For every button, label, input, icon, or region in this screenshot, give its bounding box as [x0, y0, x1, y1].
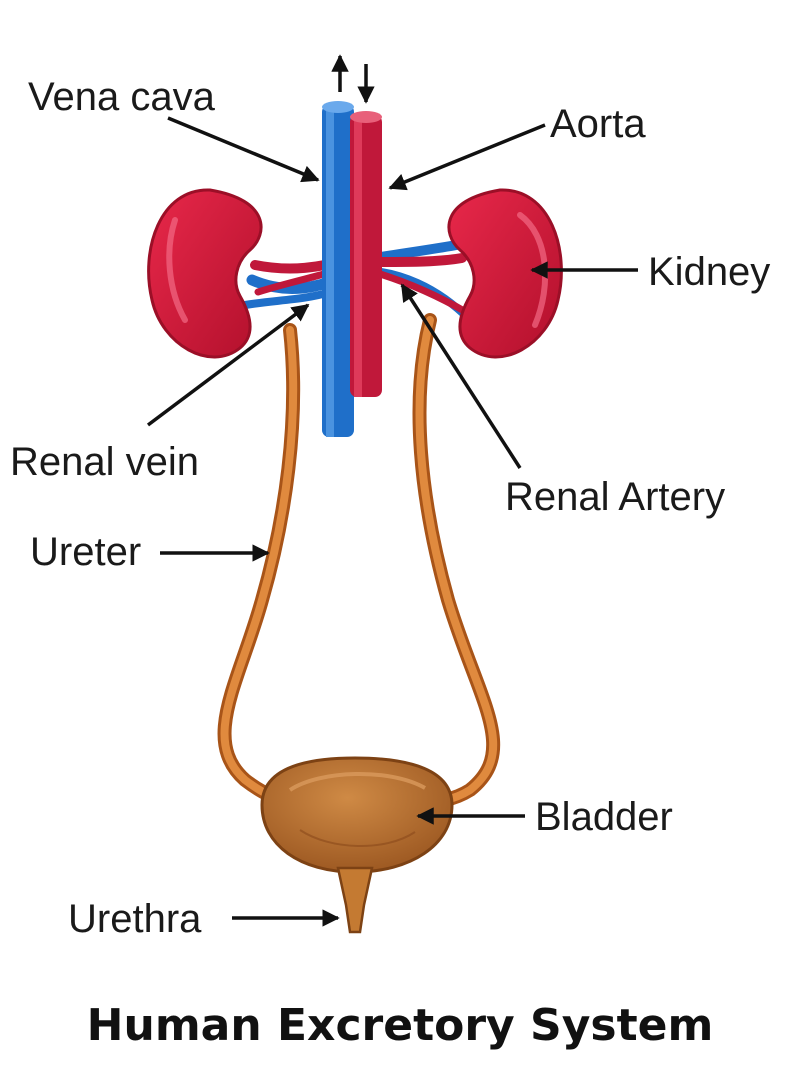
- aorta: [350, 111, 382, 397]
- leader-aorta: [388, 123, 546, 191]
- right-kidney: [447, 188, 563, 359]
- label-bladder: Bladder: [535, 795, 673, 839]
- right-renal-artery: [375, 253, 467, 267]
- leader-lines: [146, 116, 638, 927]
- label-kidney: Kidney: [648, 250, 770, 294]
- leader-renal-vein: [146, 303, 310, 427]
- label-aorta: Aorta: [550, 102, 646, 146]
- label-urethra: Urethra: [68, 897, 202, 941]
- right-ureter: [412, 313, 501, 807]
- ureters: [217, 313, 501, 807]
- diagram-title: Human Excretory System: [87, 1000, 714, 1051]
- label-renal-vein: Renal vein: [10, 440, 199, 484]
- leader-vena-cava: [167, 116, 320, 183]
- flow-arrows: [331, 54, 375, 104]
- leader-renal-artery: [400, 283, 522, 469]
- label-vena-cava: Vena cava: [28, 75, 216, 119]
- label-ureter: Ureter: [30, 530, 141, 574]
- bladder: [260, 756, 454, 874]
- left-ureter: [217, 323, 301, 807]
- urethra: [336, 866, 374, 934]
- label-renal-artery: Renal Artery: [505, 475, 725, 519]
- left-kidney: [147, 188, 263, 359]
- vena-cava: [322, 101, 354, 437]
